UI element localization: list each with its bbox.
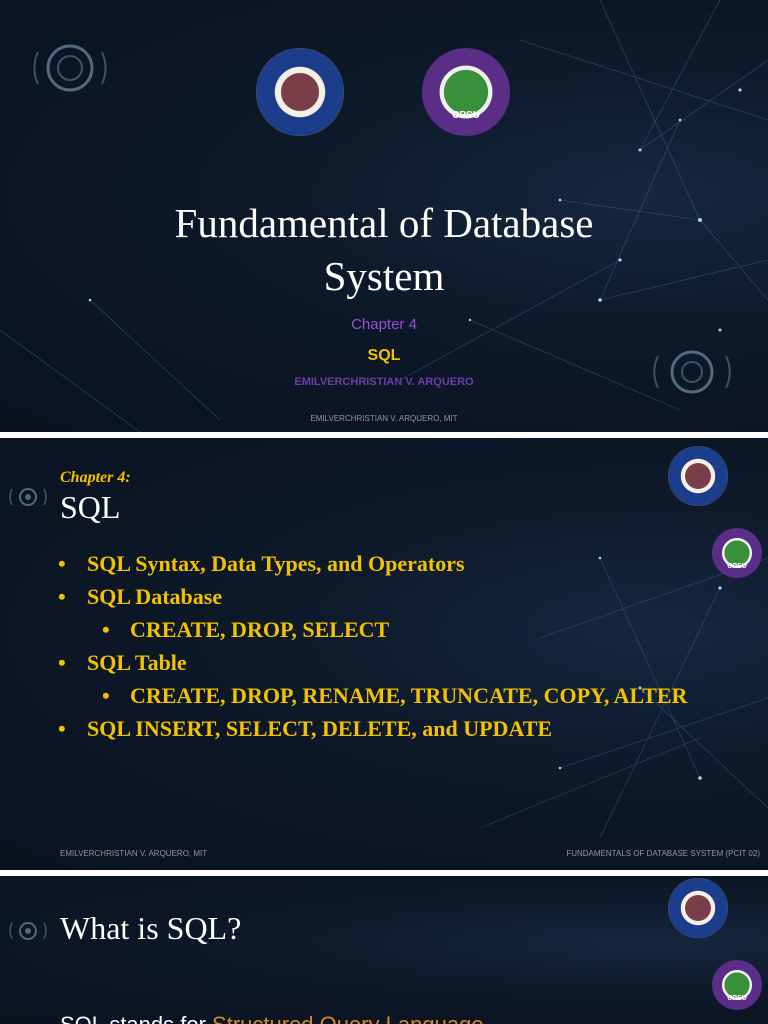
slide-title: What is SQL? xyxy=(60,910,242,946)
slide-separator xyxy=(0,870,768,876)
body-text: SQL stands for xyxy=(60,1012,212,1024)
slide-title-line2: System xyxy=(323,253,445,299)
list-subitem: CREATE, DROP, RENAME, TRUNCATE, COPY, AL… xyxy=(58,682,718,709)
list-item: SQL INSERT, SELECT, DELETE, and UPDATE xyxy=(58,715,718,742)
college-logo xyxy=(668,446,728,506)
cpsu-logo: CPSU xyxy=(712,960,762,1010)
chapter-label: Chapter 4 xyxy=(351,316,417,333)
footer-author: EMILVERCHRISTIAN V. ARQUERO, MIT xyxy=(60,849,208,858)
definition-slide: CPSU What is SQL? SQL stands for Structu… xyxy=(0,876,768,1024)
list-subitem: CREATE, DROP, SELECT xyxy=(58,616,718,643)
slide-separator xyxy=(0,432,768,438)
college-logo xyxy=(668,878,728,938)
hud-ring-icon xyxy=(33,44,107,92)
college-logo xyxy=(256,48,344,136)
outline-slide: CPSU Chapter 4: SQL SQL Syntax, Data Typ… xyxy=(0,438,768,870)
title-slide: CPSU Fundamental of Database System Chap… xyxy=(0,0,768,432)
list-item: SQL Syntax, Data Types, and Operators xyxy=(58,550,718,577)
highlighted-term: Structured Query Language xyxy=(212,1012,484,1024)
cpsu-logo: CPSU xyxy=(712,528,762,578)
topic-list: SQL Syntax, Data Types, and Operators SQ… xyxy=(58,550,718,748)
chapter-label: Chapter 4: xyxy=(60,469,131,486)
hud-ring-icon xyxy=(9,488,47,506)
footer-course: FUNDAMENTALS OF DATABASE SYSTEM (PCIT 02… xyxy=(566,849,760,858)
list-item: SQL Database xyxy=(58,583,718,610)
slide-title-line1: Fundamental of Database xyxy=(174,200,594,246)
list-item: SQL Table xyxy=(58,649,718,676)
author-name: EMILVERCHRISTIAN V. ARQUERO xyxy=(294,376,474,388)
slide-title: SQL xyxy=(60,489,121,525)
hud-ring-icon xyxy=(9,922,47,940)
topic-label: SQL xyxy=(367,347,401,364)
cpsu-logo: CPSU xyxy=(422,48,510,136)
slide-body-text: SQL stands for Structured Query Language xyxy=(60,1012,484,1024)
hud-ring-icon xyxy=(653,350,731,394)
slide-footer: EMILVERCHRISTIAN V. ARQUERO, MIT xyxy=(310,414,458,423)
